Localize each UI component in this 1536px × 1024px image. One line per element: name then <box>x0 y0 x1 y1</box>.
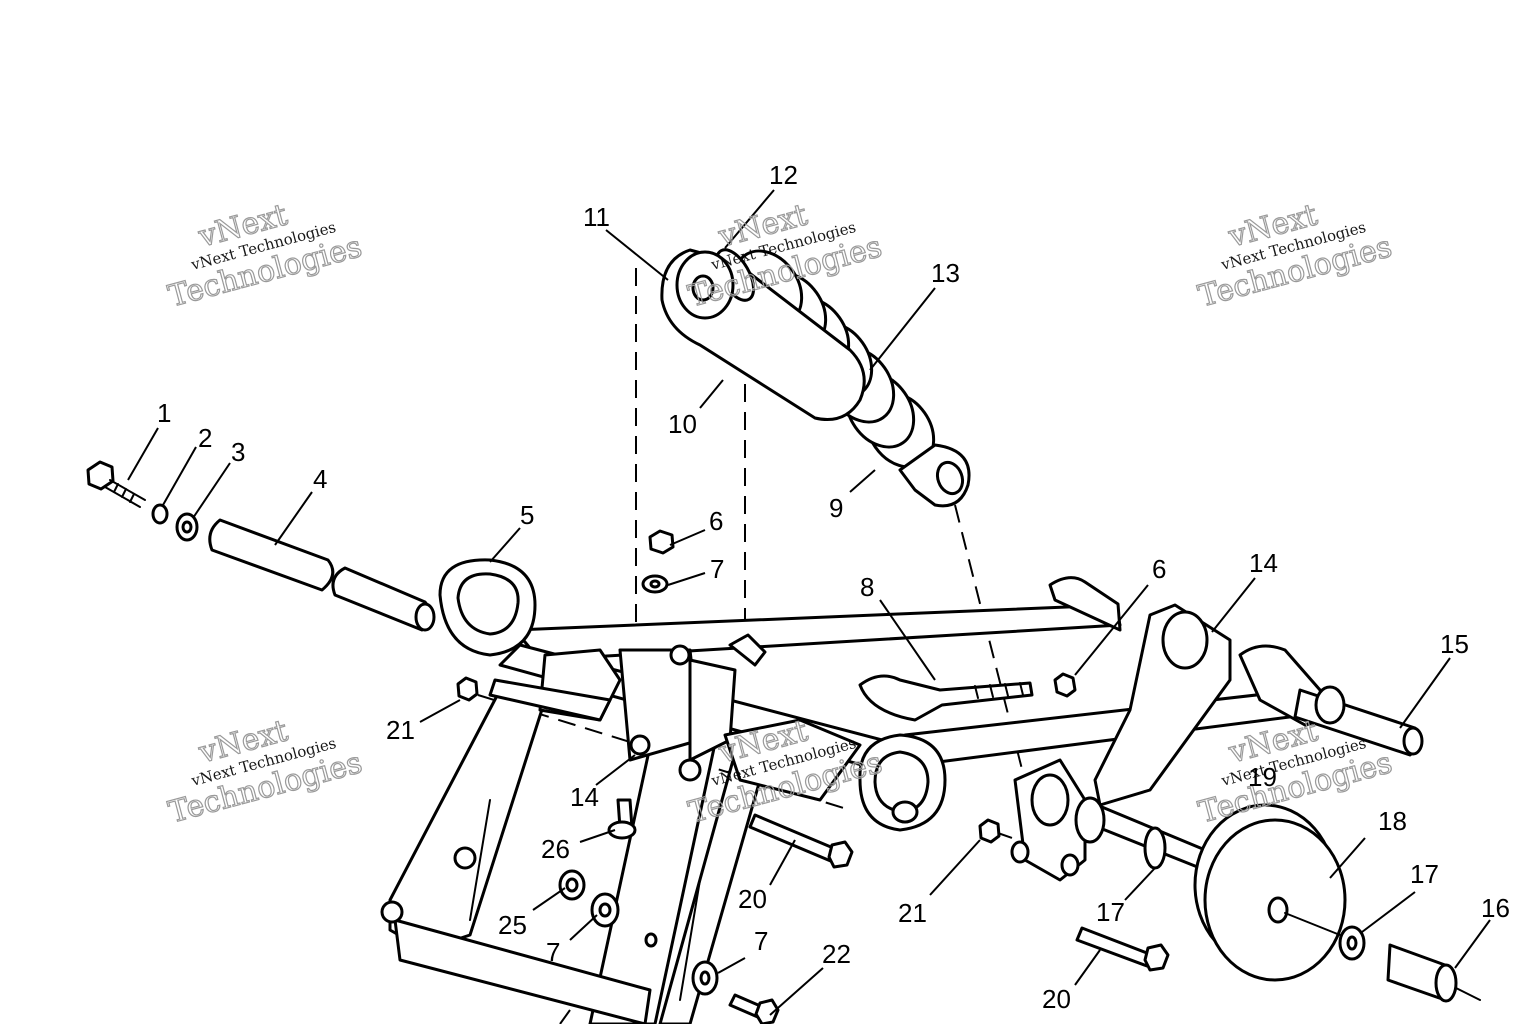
nut-6-right <box>1053 672 1077 698</box>
callout-4: 4 <box>313 464 327 494</box>
bushing-16 <box>1386 943 1481 1003</box>
shock-absorber <box>660 248 971 508</box>
callout-1: 1 <box>157 398 171 428</box>
callout-17: 17 <box>1096 897 1125 927</box>
callout-labels: 1 2 3 4 5 6 6 7 7 7 8 9 10 11 12 13 14 1… <box>157 160 1510 1014</box>
spacer-17 <box>1143 826 1167 870</box>
pivot-housing-right <box>858 733 947 832</box>
nut-21-right <box>978 818 1001 844</box>
callout-11: 11 <box>583 202 610 232</box>
watermark-mid-left: vNext vNext Technologies Technologies <box>164 713 366 831</box>
callout-21: 21 <box>898 898 927 928</box>
screw-26 <box>607 798 637 840</box>
callout-6: 6 <box>1152 554 1166 584</box>
bolt-20-left <box>748 813 854 869</box>
callout-6: 6 <box>709 506 723 536</box>
callout-21: 21 <box>386 715 415 745</box>
leader-lines <box>127 189 1491 1024</box>
callout-17: 17 <box>1410 859 1439 889</box>
callout-7: 7 <box>710 554 724 584</box>
callout-10: 10 <box>668 409 697 439</box>
callout-2: 2 <box>198 423 212 453</box>
nut-6-top <box>648 529 675 555</box>
callout-20: 20 <box>738 884 767 914</box>
washer-17-right <box>1338 925 1366 961</box>
washer-7-top <box>641 574 669 594</box>
callout-20: 20 <box>1042 984 1071 1014</box>
callout-7: 7 <box>754 926 768 956</box>
bolt-1 <box>86 460 146 508</box>
mount-brackets <box>488 633 862 802</box>
nut-21-left <box>456 676 479 702</box>
callout-5: 5 <box>520 500 534 530</box>
sleeve-4 <box>208 518 436 632</box>
callout-13: 13 <box>931 258 960 288</box>
callout-12: 12 <box>769 160 798 190</box>
callout-14: 14 <box>570 782 599 812</box>
callout-25: 25 <box>498 910 527 940</box>
callout-26: 26 <box>541 834 570 864</box>
callout-8: 8 <box>860 572 874 602</box>
callout-22: 22 <box>822 939 851 969</box>
callout-7: 7 <box>546 937 560 967</box>
pivot-housing-5 <box>438 558 537 657</box>
callout-14: 14 <box>1249 548 1278 578</box>
callout-19: 19 <box>1248 762 1277 792</box>
callout-9: 9 <box>829 493 843 523</box>
washer-3 <box>175 512 199 542</box>
callout-3: 3 <box>231 437 245 467</box>
pivot-shaft-15 <box>1293 685 1424 757</box>
callout-16: 16 <box>1481 893 1510 923</box>
bolt-22 <box>728 993 780 1024</box>
bolt-20-right <box>1075 926 1170 972</box>
callout-15: 15 <box>1440 629 1469 659</box>
callout-18: 18 <box>1378 806 1407 836</box>
idler-wheel-18 <box>1193 803 1347 982</box>
washer-7-bottom <box>691 960 719 996</box>
watermark-top-right: vNext vNext Technologies Technologies <box>1194 197 1396 315</box>
lock-washer-2 <box>151 503 169 525</box>
nut-25 <box>558 869 586 901</box>
watermark-top-left: vNext vNext Technologies Technologies <box>164 197 366 315</box>
adjuster-rod-8 <box>858 674 1034 722</box>
washer-7-lower <box>590 892 620 928</box>
